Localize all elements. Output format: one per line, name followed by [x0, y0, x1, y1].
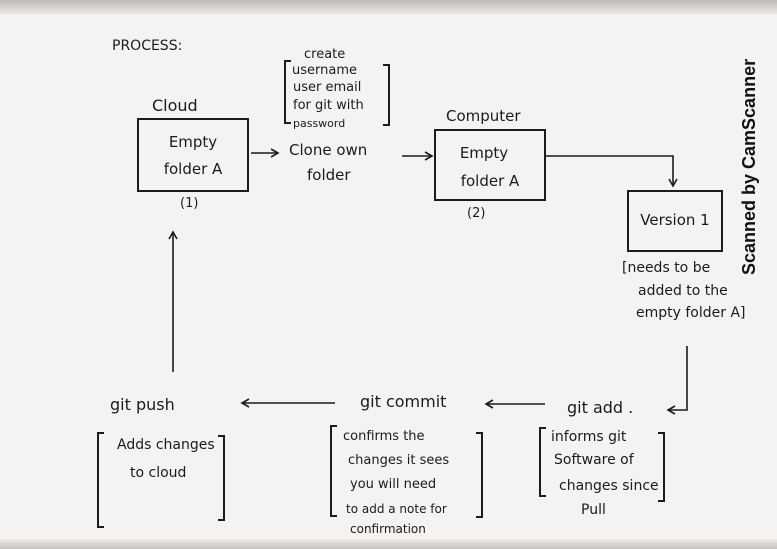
- paper-bottom-edge: [0, 539, 777, 549]
- git-add-note-line3: changes since: [559, 478, 659, 494]
- cloud-label: Cloud: [152, 96, 198, 115]
- arrow-computer-to-version: [546, 155, 678, 188]
- git-commit-note-line2: changes it sees: [348, 453, 450, 468]
- cloud-folder-box: [137, 118, 249, 192]
- clone-line2: folder: [307, 166, 351, 184]
- computer-number: (2): [467, 206, 486, 221]
- version-note-line3: empty folder A]: [636, 305, 746, 321]
- git-commit-note-line1: confirms the: [343, 429, 425, 444]
- version-note-line1: [needs to be: [622, 260, 711, 276]
- git-push-label: git push: [110, 395, 175, 414]
- git-add-note-line4: Pull: [581, 502, 606, 518]
- git-add-note-line1: informs git: [551, 429, 627, 445]
- git-add-right-bracket: [658, 432, 665, 502]
- git-push-right-bracket: [218, 435, 225, 521]
- git-commit-note-line5: confirmation: [350, 522, 426, 536]
- arrow-version-to-git-add: [666, 346, 688, 415]
- computer-label: Computer: [446, 107, 521, 125]
- scanner-watermark: Scanned by CamScanner: [739, 58, 759, 275]
- computer-box-line2: folder A: [460, 172, 520, 190]
- git-commit-right-bracket: [476, 432, 483, 518]
- git-push-note-line2: to cloud: [130, 465, 187, 481]
- create-note-line2: username: [292, 63, 357, 78]
- computer-folder-box: [434, 129, 546, 201]
- git-add-label: git add .: [567, 398, 634, 417]
- git-commit-left-bracket: [330, 425, 337, 517]
- git-commit-note-line4: to add a note for: [346, 502, 447, 516]
- version-1-box: [627, 190, 723, 252]
- create-note-line3: user email: [293, 80, 362, 95]
- git-commit-note-line3: you will need: [350, 477, 437, 492]
- computer-box-line1: Empty: [459, 144, 509, 162]
- git-push-left-bracket: [97, 432, 104, 528]
- git-add-left-bracket: [539, 427, 546, 497]
- create-note-line1: create: [304, 47, 346, 62]
- cloud-box-line2: folder A: [163, 160, 223, 178]
- process-title: PROCESS:: [112, 38, 183, 54]
- clone-line1: Clone own: [289, 141, 368, 159]
- version-1-label: Version 1: [640, 211, 710, 229]
- git-push-note-line1: Adds changes: [117, 437, 215, 453]
- git-add-note-line2: Software of: [554, 452, 634, 468]
- cloud-number: (1): [180, 196, 199, 211]
- cloud-box-line1: Empty: [168, 133, 218, 151]
- create-note-left-bracket: [284, 60, 291, 124]
- git-commit-label: git commit: [360, 392, 447, 411]
- version-note-line2: added to the: [638, 283, 728, 299]
- create-note-right-bracket: [383, 64, 390, 126]
- paper-top-edge: [0, 0, 777, 14]
- create-note-line4: for git with: [293, 98, 364, 113]
- create-note-line5: password: [293, 117, 346, 130]
